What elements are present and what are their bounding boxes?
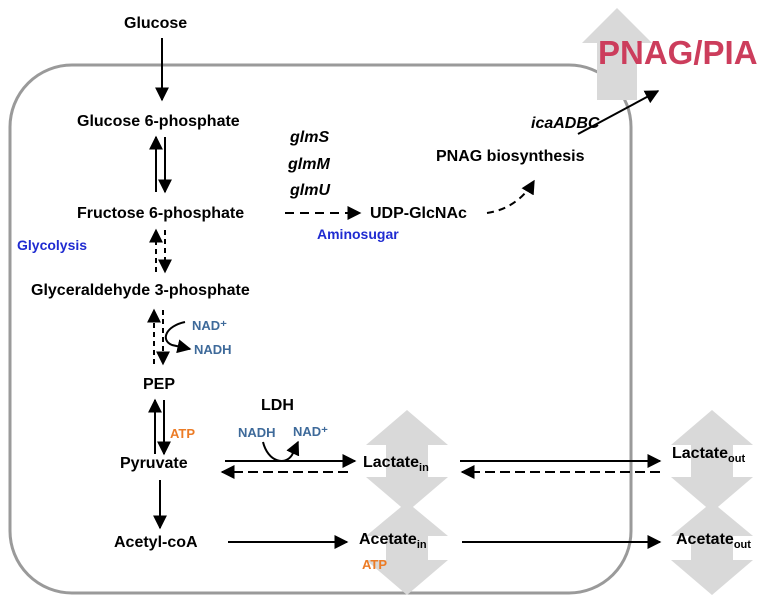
lactate-in-subscript: in bbox=[419, 462, 429, 474]
gene-icaadbc-label: icaADBC bbox=[531, 115, 600, 132]
udpglcnac-to-pnag-arrow bbox=[486, 179, 535, 214]
acetate-out-subscript: out bbox=[733, 539, 751, 551]
atp-pyruvate-label: ATP bbox=[170, 426, 196, 441]
atp-acetate-label: ATP bbox=[362, 557, 388, 572]
lactate-in-big-arrow bbox=[366, 410, 448, 512]
gene-glms-label: glmS bbox=[290, 129, 330, 146]
acetate-in-label: Acetatein bbox=[359, 532, 427, 551]
nad-to-nadh-curve bbox=[164, 321, 192, 354]
aminosugar-label: Aminosugar bbox=[317, 226, 399, 242]
pnag-biosynthesis-label: PNAG biosynthesis bbox=[436, 148, 585, 165]
glyceraldehyde-3-phosphate-label: Glyceraldehyde 3-phosphate bbox=[31, 282, 250, 299]
ldh-nad-plus-label: NAD⁺ bbox=[293, 424, 329, 439]
gene-glmm-label: glmM bbox=[288, 156, 330, 173]
gene-glmu-label: glmU bbox=[290, 182, 330, 199]
glucose-6-phosphate-label: Glucose 6-phosphate bbox=[77, 113, 240, 130]
lactate-out-big-arrow bbox=[671, 410, 753, 512]
acetate-in-text: Acetate bbox=[359, 531, 417, 548]
lactate-in-label: Lactatein bbox=[363, 455, 429, 474]
nadh-to-nad-curve bbox=[262, 440, 300, 462]
cell-boundary bbox=[8, 63, 633, 595]
acetate-in-subscript: in bbox=[416, 539, 427, 551]
fructose-6-phosphate-label: Fructose 6-phosphate bbox=[77, 205, 245, 222]
pep-label: PEP bbox=[143, 376, 176, 393]
lactate-out-text: Lactate bbox=[672, 445, 729, 462]
ldh-label: LDH bbox=[261, 397, 294, 414]
acetate-out-text: Acetate bbox=[676, 531, 734, 548]
nadh-label: NADH bbox=[194, 342, 232, 357]
pyruvate-label: Pyruvate bbox=[120, 455, 188, 472]
lactate-in-text: Lactate bbox=[363, 454, 420, 471]
glucose-label: Glucose bbox=[124, 15, 188, 32]
acetyl-coa-label: Acetyl-coA bbox=[114, 534, 198, 551]
lactate-out-subscript: out bbox=[728, 453, 746, 465]
nad-plus-label: NAD⁺ bbox=[192, 318, 228, 333]
glycolysis-label: Glycolysis bbox=[17, 237, 88, 253]
pnag-export-arrow bbox=[577, 90, 660, 135]
acetate-in-big-arrow bbox=[366, 502, 448, 595]
acetate-out-big-arrow bbox=[671, 502, 753, 595]
pnag-export-big-arrow bbox=[582, 8, 652, 100]
pnag-pia-label: PNAG/PIA bbox=[598, 34, 758, 71]
udp-glcnac-label: UDP-GlcNAc bbox=[370, 205, 467, 222]
lactate-out-label: Lactateout bbox=[672, 446, 745, 465]
ldh-nadh-label: NADH bbox=[238, 425, 276, 440]
acetate-out-label: Acetateout bbox=[676, 532, 751, 551]
